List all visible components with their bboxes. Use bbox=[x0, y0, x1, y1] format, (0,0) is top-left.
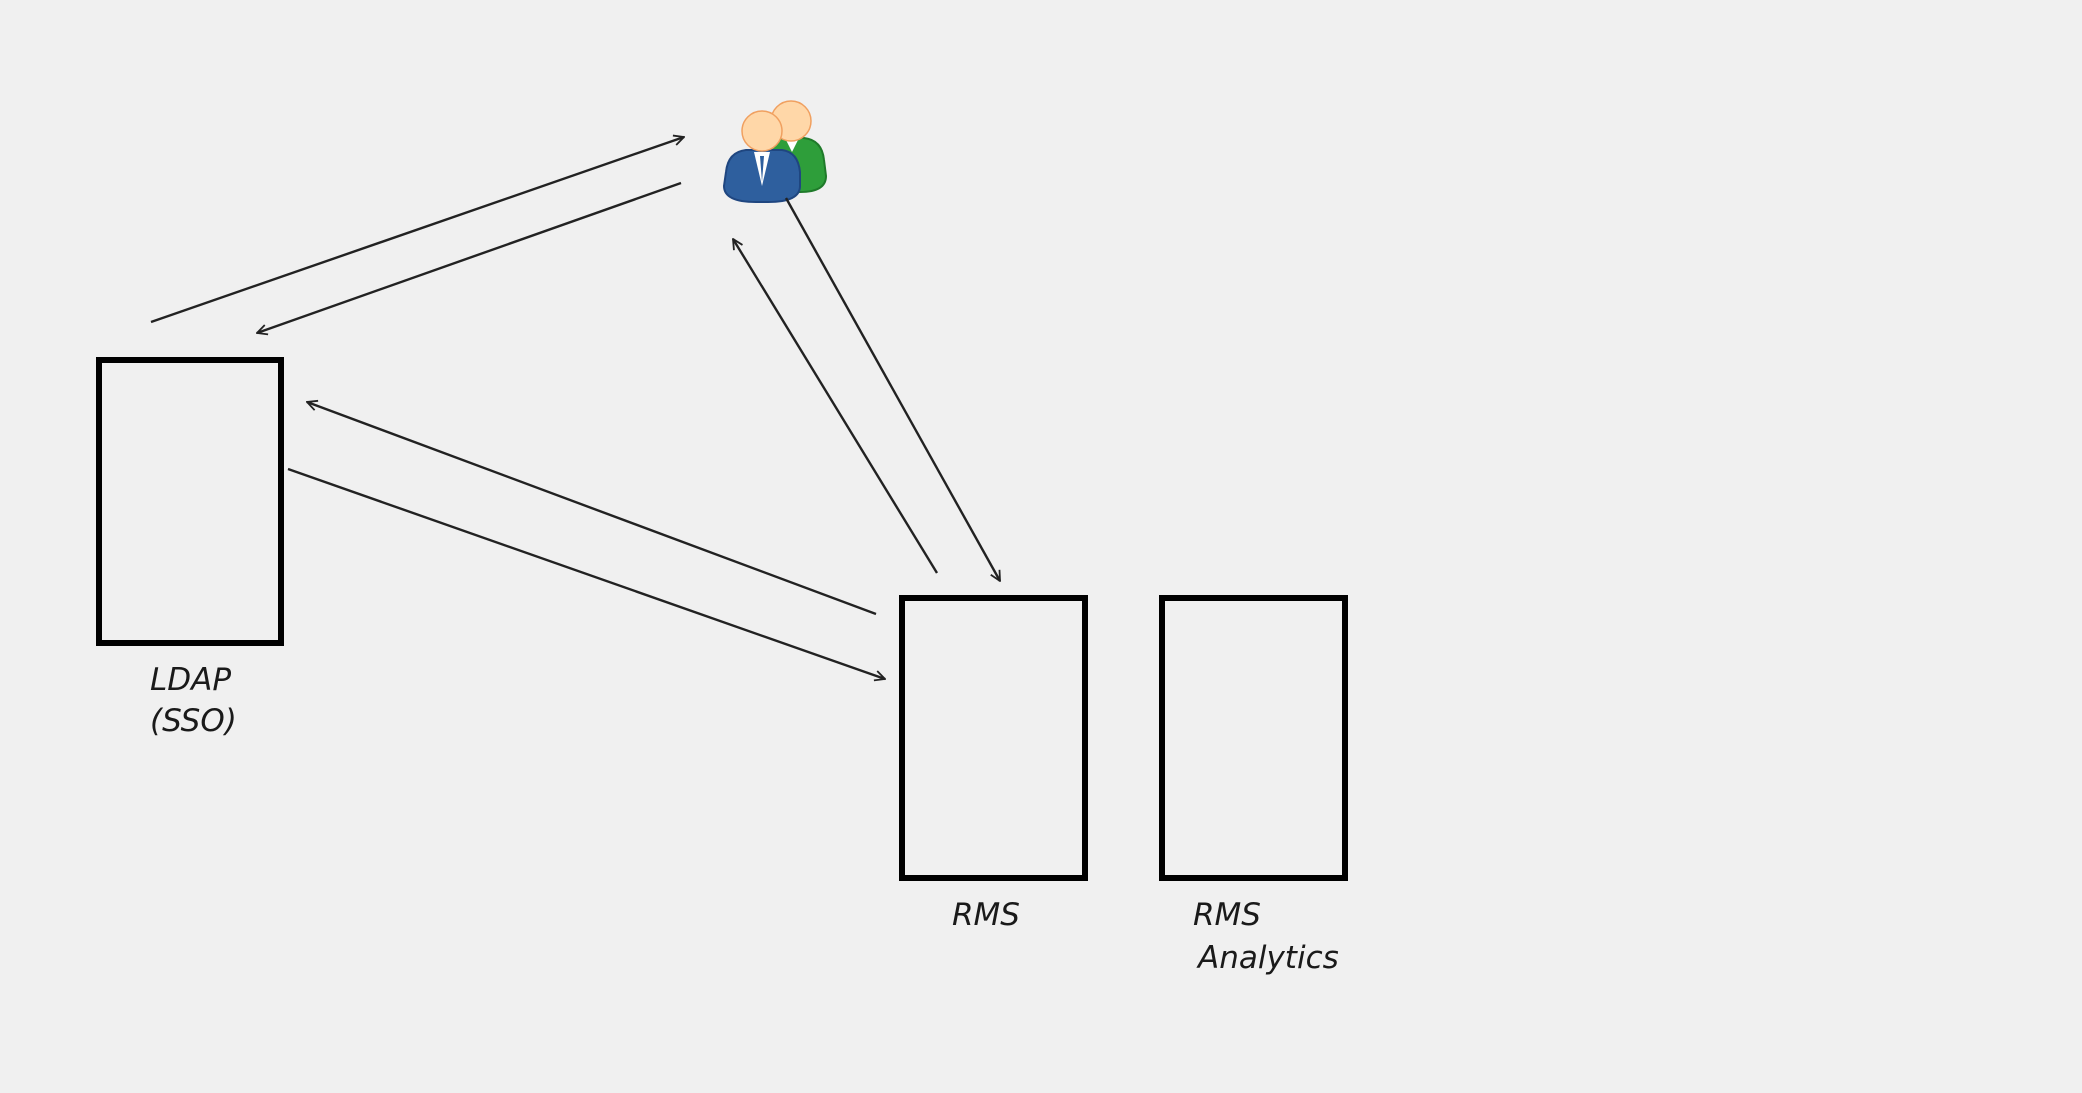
edge-users-to-rms bbox=[784, 197, 1002, 581]
rms-analytics-box[interactable] bbox=[1159, 595, 1348, 881]
edge-rms-to-ldap bbox=[307, 402, 877, 616]
ldap-label-line1: LDAP bbox=[150, 662, 231, 698]
rms-analytics-label-line1: RMS bbox=[1193, 897, 1261, 933]
rms-analytics-label-line2: Analytics bbox=[1196, 940, 1339, 976]
users-group-icon[interactable] bbox=[722, 100, 828, 203]
back-user-collar bbox=[786, 140, 798, 152]
edge-users-to-ldap bbox=[257, 181, 682, 333]
front-user-tie bbox=[760, 156, 764, 182]
edges bbox=[150, 137, 1002, 679]
rms-label-line1: RMS bbox=[952, 897, 1020, 933]
front-user-head bbox=[741, 110, 783, 152]
edge-ldap-to-rms bbox=[287, 467, 885, 679]
edge-ldap-to-users bbox=[150, 137, 684, 324]
rms-box[interactable] bbox=[899, 595, 1088, 881]
ldap-box[interactable] bbox=[96, 357, 284, 646]
edge-rms-to-users bbox=[733, 239, 939, 574]
ldap-label-line2: (SSO) bbox=[150, 703, 237, 739]
